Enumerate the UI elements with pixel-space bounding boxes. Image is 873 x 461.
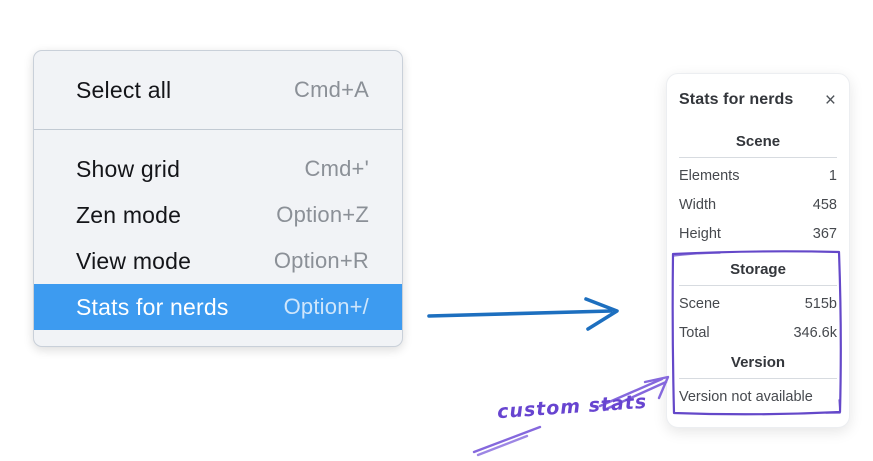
stat-row-total-storage: Total 346.6k (679, 318, 837, 347)
stat-label: Total (679, 324, 710, 341)
menu-item-label: Select all (76, 76, 172, 103)
stats-panel-header: Stats for nerds × (679, 86, 837, 114)
stat-value: 367 (812, 225, 837, 242)
stat-row-scene-storage: Scene 515b (679, 289, 837, 318)
menu-divider (34, 129, 402, 130)
stat-label: Elements (679, 167, 740, 184)
annotation-label: custom stats (496, 390, 648, 424)
menu-item-select-all[interactable]: Select all Cmd+A (34, 67, 402, 113)
close-icon[interactable]: × (824, 89, 836, 111)
menu-item-zen-mode[interactable]: Zen mode Option+Z (34, 192, 402, 238)
menu-item-label: Show grid (76, 155, 181, 182)
stat-label: Scene (679, 295, 721, 312)
stat-row-width: Width 458 (679, 190, 837, 219)
menu-item-shortcut: Cmd+' (304, 156, 369, 181)
stat-value: 515b (804, 295, 837, 312)
context-menu-group-bottom: Show grid Cmd+' Zen mode Option+Z View m… (34, 130, 402, 346)
section-rule (679, 285, 837, 286)
stat-label: Width (679, 196, 717, 213)
stats-panel-title: Stats for nerds (679, 91, 794, 108)
stats-panel: Stats for nerds × Scene Elements 1 Width… (666, 73, 850, 428)
menu-item-shortcut: Cmd+A (294, 77, 369, 102)
stat-row-elements: Elements 1 (679, 161, 837, 190)
section-heading-storage: Storage (730, 261, 786, 278)
context-menu: Select all Cmd+A Show grid Cmd+' Zen mod… (33, 50, 403, 347)
menu-item-label: Stats for nerds (76, 293, 229, 320)
stat-value: 346.6k (793, 324, 837, 341)
annotation-arrow-icon (472, 375, 670, 457)
menu-item-label: View mode (76, 247, 192, 274)
section-heading-version: Version (730, 354, 786, 371)
version-note: Version not available (679, 388, 813, 405)
section-rule (679, 157, 837, 158)
menu-item-shortcut: Option+R (273, 248, 369, 273)
menu-item-view-mode[interactable]: View mode Option+R (34, 238, 402, 284)
section-heading-scene: Scene (735, 133, 781, 150)
menu-item-show-grid[interactable]: Show grid Cmd+' (34, 146, 402, 192)
flow-arrow-icon (427, 297, 619, 331)
menu-item-shortcut: Option+Z (276, 202, 369, 227)
stat-value: 458 (812, 196, 837, 213)
section-rule (679, 378, 837, 379)
menu-item-label: Zen mode (76, 201, 182, 228)
menu-item-stats-for-nerds[interactable]: Stats for nerds Option+/ (34, 284, 402, 330)
menu-item-shortcut: Option+/ (283, 294, 369, 319)
stat-value: 1 (828, 167, 837, 184)
stat-row-height: Height 367 (679, 219, 837, 248)
context-menu-group-top: Select all Cmd+A (34, 51, 402, 129)
stat-label: Height (679, 225, 721, 242)
